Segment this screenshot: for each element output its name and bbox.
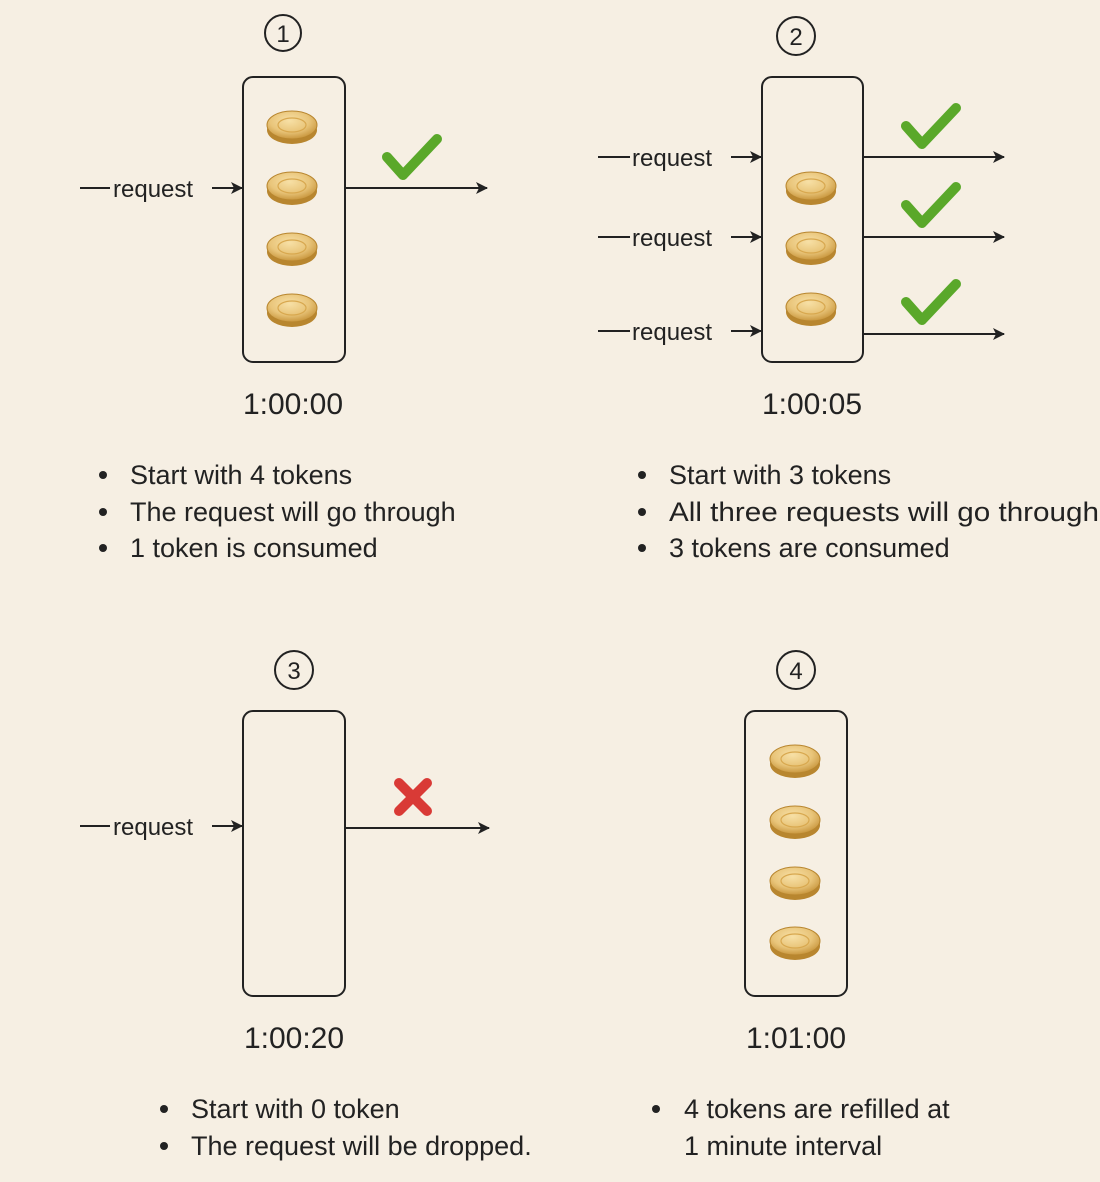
- svg-text:request: request: [632, 145, 712, 172]
- coin-icon: [266, 110, 318, 144]
- svg-text:All three requests will go thr: All three requests will go through: [669, 497, 1099, 527]
- bullet-list-4: 4 tokens are refilled at 1 minute interv…: [652, 1094, 950, 1161]
- bucket-2-tokens: [785, 171, 837, 326]
- panel-2: 2 request: [598, 16, 1099, 563]
- svg-text:request: request: [632, 225, 712, 252]
- svg-text:The request will be dropped.: The request will be dropped.: [191, 1131, 532, 1161]
- bucket-3: [242, 710, 346, 997]
- svg-text:Start with 0 token: Start with 0 token: [191, 1094, 400, 1124]
- timestamp-2: 1:00:05: [762, 388, 862, 421]
- panel-4: 4 1:01:00: [652, 650, 950, 1161]
- bullet-list-2: Start with 3 tokens All three requests w…: [638, 460, 1099, 563]
- coin-icon: [785, 231, 837, 265]
- svg-text:3: 3: [287, 658, 300, 685]
- bucket-2: [761, 76, 864, 363]
- svg-text:request: request: [113, 814, 193, 841]
- bucket-4-tokens: [769, 744, 821, 960]
- panel-3: 3 request 1:00:20 Start with 0 token The…: [80, 650, 532, 1161]
- coin-icon: [785, 292, 837, 326]
- cross-icon: [394, 778, 432, 816]
- check-icon: [382, 134, 442, 180]
- step-number-2: 2: [776, 16, 816, 56]
- panel-1: 1: [80, 14, 488, 563]
- bullet-list-1: Start with 4 tokens The request will go …: [99, 460, 456, 563]
- incoming-request-2-3: request: [598, 319, 762, 346]
- incoming-request-1-1: request: [80, 176, 243, 203]
- svg-text:3 tokens are consumed: 3 tokens are consumed: [669, 533, 950, 563]
- step-number-1: 1: [264, 14, 302, 52]
- timestamp-4: 1:01:00: [746, 1022, 846, 1055]
- coin-icon: [769, 866, 821, 900]
- svg-text:request: request: [113, 176, 193, 203]
- svg-text:1 token is consumed: 1 token is consumed: [130, 533, 378, 563]
- timestamp-1: 1:00:00: [243, 388, 343, 421]
- coin-icon: [769, 805, 821, 839]
- svg-text:request: request: [632, 319, 712, 346]
- svg-text:Start with 3 tokens: Start with 3 tokens: [669, 460, 891, 490]
- coin-icon: [266, 293, 318, 327]
- bullet-list-3: Start with 0 token The request will be d…: [160, 1094, 532, 1161]
- svg-text:4 tokens are refilled at: 4 tokens are refilled at: [684, 1094, 950, 1124]
- step-number-3: 3: [274, 650, 314, 690]
- coin-icon: [769, 926, 821, 960]
- svg-text:The request will go through: The request will go through: [130, 497, 456, 527]
- svg-text:4: 4: [789, 658, 802, 685]
- coin-icon: [769, 744, 821, 778]
- step-number-4: 4: [776, 650, 816, 690]
- coin-icon: [785, 171, 837, 205]
- bucket-1: [242, 76, 346, 363]
- bucket-4: [744, 710, 848, 997]
- coin-icon: [266, 171, 318, 205]
- incoming-request-2-1: request: [598, 145, 762, 172]
- bucket-1-tokens: [266, 110, 318, 327]
- check-icon: [901, 279, 961, 325]
- svg-text:2: 2: [789, 24, 802, 51]
- incoming-request-3-1: request: [80, 814, 243, 841]
- svg-text:1 minute interval: 1 minute interval: [684, 1131, 882, 1161]
- coin-icon: [266, 232, 318, 266]
- timestamp-3: 1:00:20: [244, 1022, 344, 1055]
- svg-text:Start with 4 tokens: Start with 4 tokens: [130, 460, 352, 490]
- incoming-request-2-2: request: [598, 225, 762, 252]
- check-icon: [901, 103, 961, 149]
- check-icon: [901, 182, 961, 228]
- svg-text:1: 1: [276, 21, 289, 48]
